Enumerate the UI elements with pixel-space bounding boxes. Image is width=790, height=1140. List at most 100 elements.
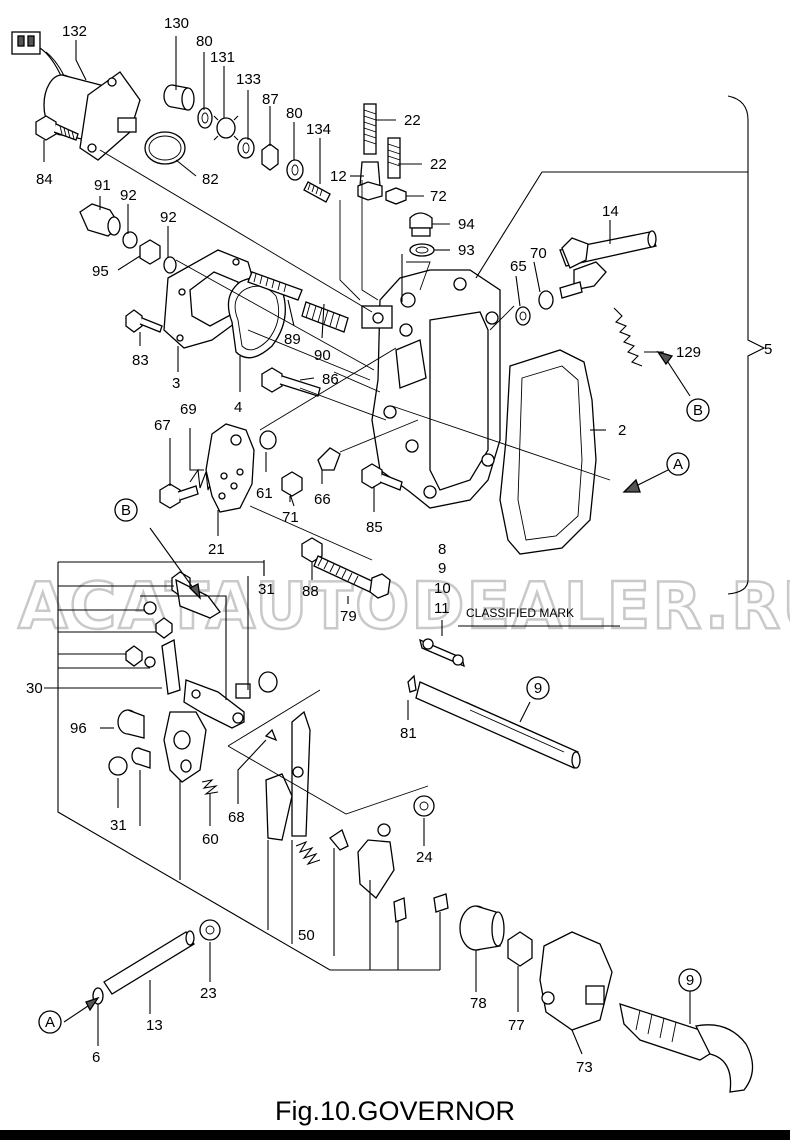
svg-text:A: A xyxy=(45,1014,55,1031)
part-spring-90 xyxy=(301,301,349,333)
part-clip-66 xyxy=(317,447,341,471)
part-bolt-71 xyxy=(281,471,303,507)
part-bolt-cluster-b xyxy=(125,571,221,668)
callout-92a: 92 xyxy=(120,187,137,204)
callout-6: 6 xyxy=(92,1049,100,1066)
callout-89: 89 xyxy=(284,331,301,348)
callout-83: 83 xyxy=(132,352,149,369)
part-fitting-12 xyxy=(357,161,383,201)
callout-84: 84 xyxy=(36,171,53,188)
part-nut-72 xyxy=(385,187,407,205)
callout-80a: 80 xyxy=(196,33,213,50)
callout-131: 131 xyxy=(210,49,235,66)
callout-9c: 9 xyxy=(686,972,694,989)
part-shaft-13 xyxy=(103,930,195,995)
callout-9a: 9 xyxy=(438,560,446,577)
callout-14: 14 xyxy=(602,203,619,220)
part-camshaft-9 xyxy=(619,1003,754,1093)
callout-86: 86 xyxy=(322,371,339,388)
part-lever-30 xyxy=(183,679,245,729)
bottom-bar xyxy=(0,1130,790,1140)
callout-73: 73 xyxy=(576,1059,593,1076)
part-washer-23 xyxy=(199,919,221,941)
callout-61: 61 xyxy=(256,485,273,502)
callout-134: 134 xyxy=(306,121,331,138)
part-bolt-83 xyxy=(125,309,163,333)
callout-129: 129 xyxy=(676,344,701,361)
part-washer-93 xyxy=(409,243,435,257)
watermark: ACATAUTODEALER.RU xyxy=(18,570,790,644)
governor-exploded-diagram: ACATAUTODEALER.RU xyxy=(11,15,790,1093)
callout-22b: 22 xyxy=(430,156,447,173)
part-lever-assy-24 xyxy=(329,823,449,923)
callout-132: 132 xyxy=(62,23,87,40)
callout-3: 3 xyxy=(172,375,180,392)
part-washer-80b xyxy=(286,159,304,181)
callout-67: 67 xyxy=(154,417,171,434)
part-stud-22b xyxy=(387,137,401,179)
classified-mark-label: CLASSIFIED MARK xyxy=(466,606,574,620)
callout-23: 23 xyxy=(200,985,217,1002)
part-pin-81 xyxy=(407,674,417,693)
callout-24: 24 xyxy=(416,849,433,866)
reference-marker-a-bottom: A xyxy=(38,1010,62,1034)
leader-lines xyxy=(43,36,766,1055)
callout-71: 71 xyxy=(282,509,299,526)
part-link-30 xyxy=(161,639,181,695)
callout-4: 4 xyxy=(234,399,242,416)
part-washer-61 xyxy=(259,430,277,450)
part-stud-89 xyxy=(247,271,303,301)
callout-96: 96 xyxy=(70,720,87,737)
part-plug-94 xyxy=(409,212,433,237)
figure-caption: Fig.10.GOVERNOR xyxy=(274,1096,516,1126)
callout-13: 13 xyxy=(146,1017,163,1034)
callout-91: 91 xyxy=(94,177,111,194)
callout-10: 10 xyxy=(434,580,451,597)
reference-marker-b-right: B xyxy=(686,398,710,422)
part-clip-131 xyxy=(213,115,239,141)
callout-circle-9-shaft xyxy=(526,676,550,700)
part-lever-fork xyxy=(265,710,311,841)
callout-80b: 80 xyxy=(286,105,303,122)
reference-marker-b-top: B xyxy=(114,498,138,522)
callout-60: 60 xyxy=(202,831,219,848)
callout-69: 69 xyxy=(180,401,197,418)
part-governor-housing xyxy=(361,269,501,509)
callout-30: 30 xyxy=(26,680,43,697)
callout-72: 72 xyxy=(430,188,447,205)
callout-65: 65 xyxy=(510,258,527,275)
callout-labels: 132 130 80 131 133 87 80 134 22 22 12 72… xyxy=(26,15,772,1076)
part-spring-50 xyxy=(295,840,321,866)
callout-82: 82 xyxy=(202,171,219,188)
part-washer-92a xyxy=(122,231,138,249)
callout-79: 79 xyxy=(340,608,357,625)
callout-77: 77 xyxy=(508,1017,525,1034)
svg-text:A: A xyxy=(673,456,683,473)
callout-2: 2 xyxy=(618,422,626,439)
part-130 xyxy=(163,84,195,111)
callout-66: 66 xyxy=(314,491,331,508)
part-bolt-85 xyxy=(361,463,403,491)
part-bolt-67 xyxy=(159,483,199,509)
callout-90: 90 xyxy=(314,347,331,364)
callout-11: 11 xyxy=(434,600,450,617)
part-spring-129 xyxy=(613,307,643,367)
callout-92b: 92 xyxy=(160,209,177,226)
callout-95: 95 xyxy=(92,263,109,280)
part-stud-22a xyxy=(363,103,377,155)
part-washer-31b xyxy=(108,756,128,776)
part-screw-79 xyxy=(313,555,391,599)
part-nut-95 xyxy=(139,239,161,265)
callout-68: 68 xyxy=(228,809,245,826)
part-shaft-14 xyxy=(559,230,657,299)
part-sleeve-78 xyxy=(459,905,505,951)
part-lever-21 xyxy=(205,423,255,513)
part-bush-31a xyxy=(235,683,251,699)
callout-85: 85 xyxy=(366,519,383,536)
callout-31b: 31 xyxy=(110,817,127,834)
part-washer-80 xyxy=(197,107,213,129)
callout-31a: 31 xyxy=(258,581,275,598)
part-spring-69 xyxy=(189,468,215,491)
callout-21: 21 xyxy=(208,541,225,558)
callout-94: 94 xyxy=(458,216,475,233)
